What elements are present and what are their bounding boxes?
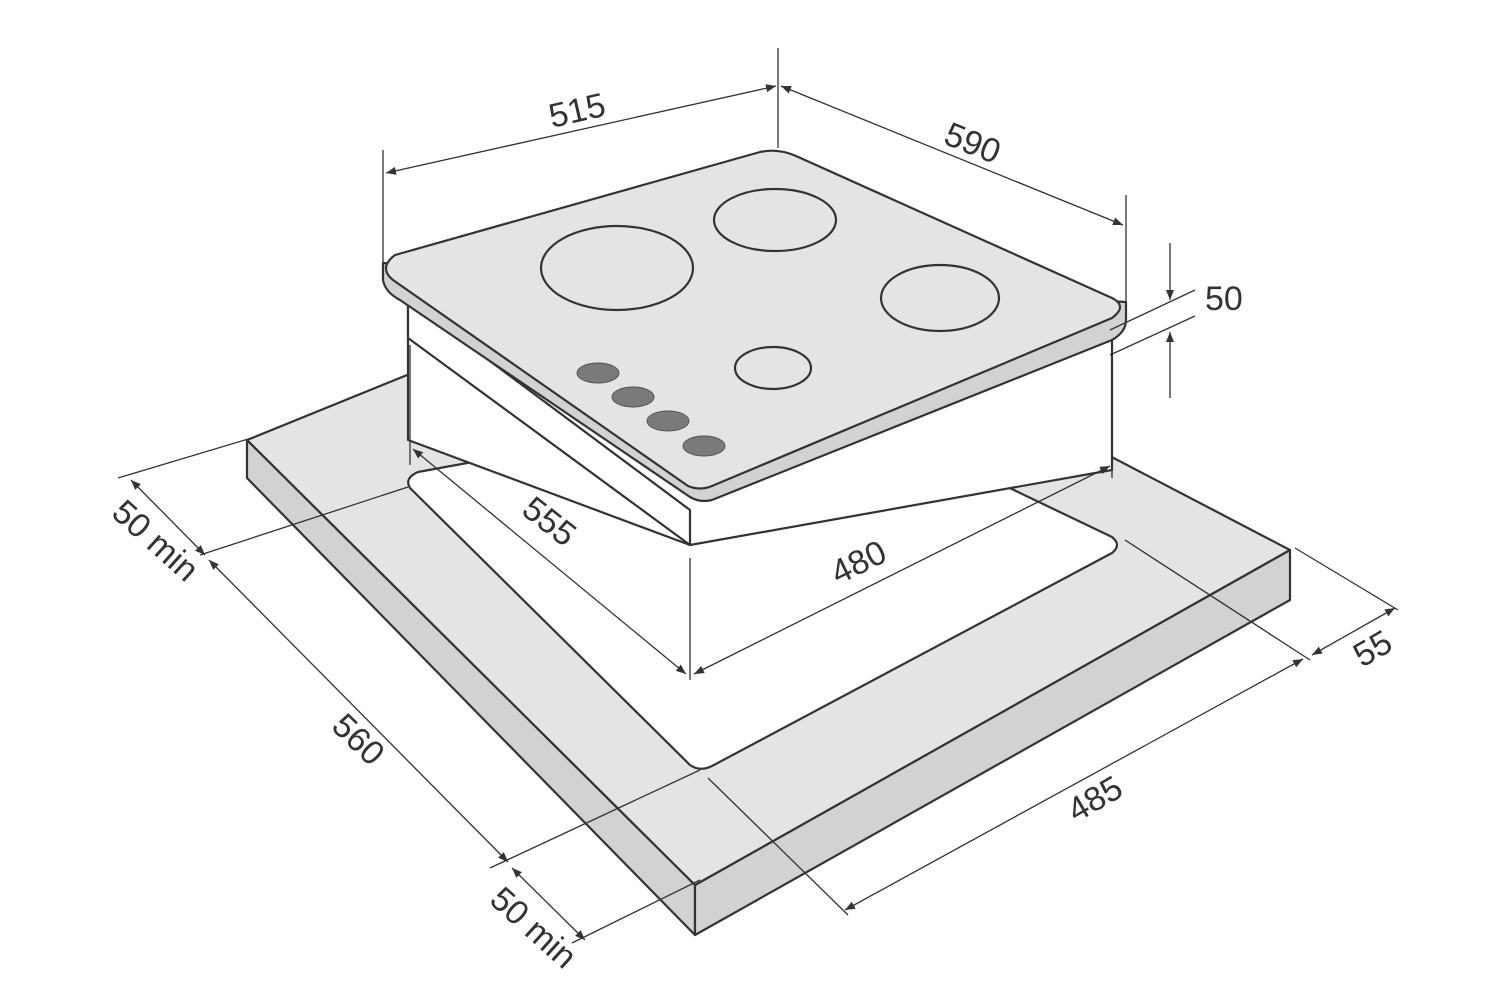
dim-line-rear-clearance <box>511 867 586 941</box>
label-hob-height: 50 <box>1205 280 1243 318</box>
dim-line-cutout-width <box>693 465 1111 675</box>
label-worktop-width: 485 <box>1061 769 1129 830</box>
label-hob-depth: 590 <box>939 115 1006 171</box>
label-rear-clearance: 50 min <box>483 880 584 977</box>
knob-icon <box>611 386 655 408</box>
dim-line-worktop-width <box>844 658 1304 911</box>
dim-line-cutout-depth <box>412 448 687 675</box>
dim-line-hob-depth <box>780 85 1124 226</box>
knob-icon <box>682 435 726 457</box>
knob-icon <box>646 410 690 432</box>
burner-large-icon <box>539 224 695 312</box>
control-knobs <box>576 362 726 457</box>
label-worktop-depth: 560 <box>324 706 391 773</box>
dim-line-hob-width <box>385 84 777 175</box>
dim-line-front-clearance <box>130 479 206 556</box>
burner-small-icon <box>733 345 813 391</box>
label-hob-width: 515 <box>545 86 609 136</box>
dim-line-side-clearance <box>1311 607 1396 656</box>
dim-line-worktop-depth <box>208 559 509 863</box>
knob-icon <box>576 362 620 384</box>
label-cutout-width: 480 <box>825 533 893 592</box>
dimension-lines <box>117 48 1399 944</box>
hob <box>381 149 1128 547</box>
burner-right-icon <box>879 263 1001 333</box>
